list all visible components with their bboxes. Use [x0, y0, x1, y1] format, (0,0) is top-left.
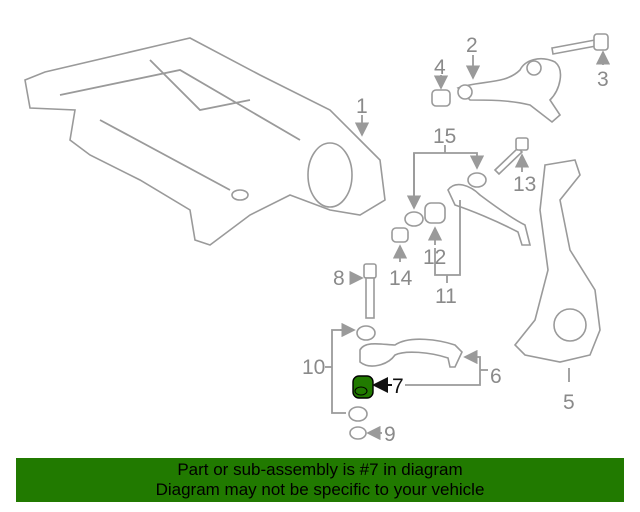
lower-control-arm-part-6[interactable]: [359, 338, 463, 368]
bushing-part-10[interactable]: [348, 325, 376, 422]
upper-control-arm-part[interactable]: [456, 58, 562, 124]
callout-1: 1: [356, 95, 368, 118]
bushing-part-12[interactable]: [424, 202, 446, 224]
callout-12: 12: [423, 246, 446, 269]
callout-15: 15: [433, 125, 456, 148]
callout-4: 4: [434, 56, 446, 79]
bushing-part-7-highlighted[interactable]: [352, 375, 374, 399]
callout-10: 10: [302, 356, 325, 379]
nut-part-4[interactable]: [431, 89, 451, 107]
steering-knuckle-part[interactable]: [513, 159, 601, 363]
leader-10: [331, 329, 354, 414]
callout-7: 7: [392, 375, 404, 398]
lower-arm-part-11[interactable]: [447, 183, 532, 246]
parts-diagram: 1 2 3 4 5 6 7 8 9 10 11 12 13 14 15: [24, 33, 611, 446]
nut-part-14[interactable]: [391, 227, 409, 243]
callout-5: 5: [563, 391, 575, 414]
callout-2: 2: [466, 34, 478, 57]
leader-6: [405, 349, 481, 386]
bolt-part-8[interactable]: [363, 263, 377, 319]
callout-14: 14: [389, 267, 413, 290]
callout-6: 6: [490, 365, 502, 388]
callout-11: 11: [435, 285, 457, 308]
callout-9: 9: [384, 423, 396, 446]
info-banner: Part or sub-assembly is #7 in diagram Di…: [16, 458, 624, 502]
callout-3: 3: [597, 68, 609, 91]
bolt-part-3[interactable]: [551, 33, 609, 55]
nut-part-9[interactable]: [349, 426, 367, 440]
bolt-part-13[interactable]: [493, 137, 529, 176]
subframe-part[interactable]: [24, 37, 386, 246]
banner-line-1: Part or sub-assembly is #7 in diagram: [177, 460, 463, 479]
banner-line-2: Diagram may not be specific to your vehi…: [155, 480, 485, 499]
bushing-part-15[interactable]: [404, 172, 487, 227]
callout-8: 8: [333, 267, 345, 290]
callout-13: 13: [513, 173, 536, 196]
